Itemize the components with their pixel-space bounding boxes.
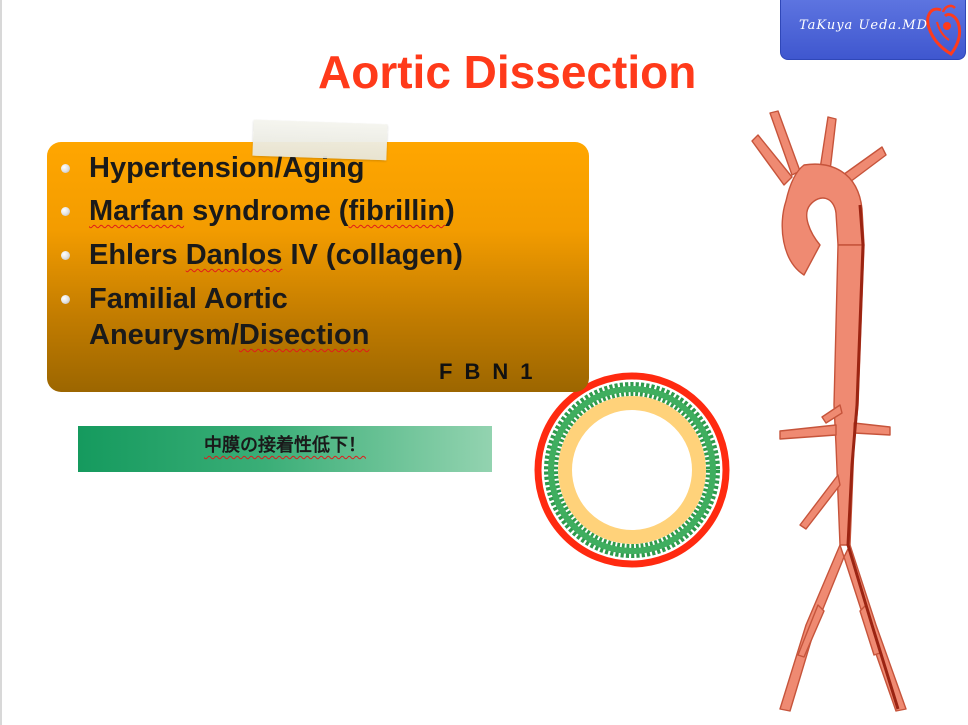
left-iliac-artery xyxy=(843,544,907,712)
risk-factor-item: Marfan syndrome (fibrillin) xyxy=(61,193,455,229)
bullet-icon xyxy=(61,251,70,260)
gene-label: FBN1 xyxy=(439,359,545,384)
aortic-arch xyxy=(781,163,865,276)
bullet-icon xyxy=(61,207,70,216)
vessel-intima xyxy=(558,396,706,544)
risk-factor-item: Ehlers Danlos IV (collagen) xyxy=(61,237,463,273)
celiac-branch xyxy=(821,404,843,424)
left-common-carotid xyxy=(819,116,837,172)
risk-factor-text: Marfan syndrome (fibrillin) xyxy=(89,195,455,227)
banner-text: 中膜の接着性低下！ xyxy=(204,435,366,455)
spellcheck-underlined-word: Disection xyxy=(238,319,370,351)
false-lumen-line xyxy=(846,204,900,710)
text-run: Aneurysm/ xyxy=(89,319,239,351)
author-logo-text: TaKuya Ueda.MD. xyxy=(799,18,933,33)
right-renal-artery xyxy=(779,424,837,440)
vessel-cross-section-illustration xyxy=(534,372,730,568)
right-subclavian xyxy=(751,134,793,186)
slide-left-border xyxy=(0,0,2,725)
spellcheck-underlined-word: fibrillin xyxy=(348,195,446,227)
text-run: ) xyxy=(445,195,455,227)
vessel-lumen xyxy=(573,411,691,529)
text-run: IV (collagen) xyxy=(282,239,463,271)
inferior-mesenteric-artery xyxy=(799,474,841,530)
text-run: syndrome ( xyxy=(184,195,349,227)
slide-title: Aortic Dissection xyxy=(318,46,697,98)
banner: 中膜の接着性低下！ xyxy=(78,426,492,472)
right-internal-iliac xyxy=(797,604,825,658)
bullet-icon xyxy=(61,295,70,304)
bullet-icon xyxy=(61,164,70,173)
heart-logo-icon xyxy=(926,4,961,56)
risk-factors-box: Hypertension/Aging Marfan syndrome (fibr… xyxy=(47,142,589,392)
spellcheck-underlined-word: Danlos xyxy=(185,239,283,271)
author-logo-badge: TaKuya Ueda.MD. xyxy=(780,0,966,60)
spellcheck-underlined-word: Marfan xyxy=(89,195,185,227)
text-run: Familial Aortic xyxy=(89,283,288,315)
aorta-illustration xyxy=(751,110,907,712)
text-run: Ehlers xyxy=(89,239,186,271)
left-renal-artery xyxy=(853,422,891,436)
tape-decoration xyxy=(252,119,388,161)
vessel-media-core xyxy=(548,386,716,554)
risk-factor-text: Ehlers Danlos IV (collagen) xyxy=(89,239,463,271)
